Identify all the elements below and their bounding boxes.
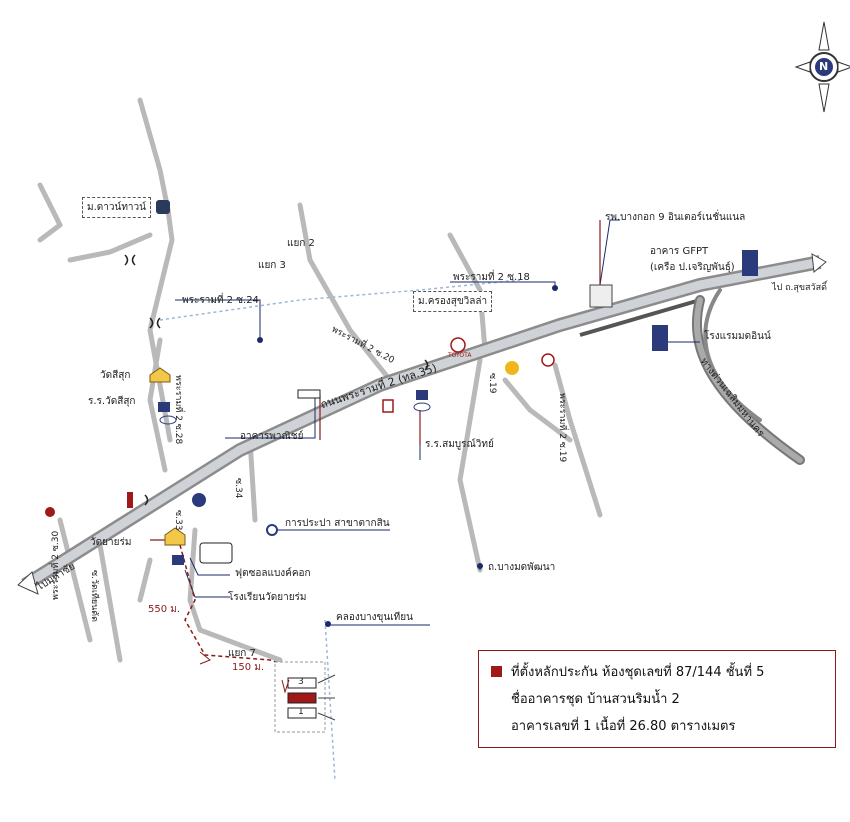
soi-19-label: พระรามที่ 2 ซ.19 (557, 393, 567, 463)
wat-yairom-label: วัดยายร่ม (90, 537, 132, 548)
village-krongsuk-label: ม.ครองสุขวิลล่า (413, 291, 493, 312)
canal-lower (324, 619, 336, 781)
distance-arrow-550 (199, 651, 211, 665)
village-downtown-label: ม.ดาวน์ทาวน์ (82, 197, 151, 218)
water-authority-label: การประปา สาขาตากสิน (285, 518, 390, 529)
hotel-label: โรงแรมมดอินน์ (704, 331, 771, 342)
building-3-number: 3 (298, 677, 304, 687)
soi-24-label: พระรามที่ 2 ซ.24 (182, 295, 259, 306)
road-soi30 (57, 517, 93, 643)
distance-arrow-150 (281, 679, 290, 694)
arrow-left-end (17, 571, 39, 595)
canal-label: คลองบางขุนเทียน (336, 612, 413, 623)
gfpt-label-1: อาคาร GFPT (650, 246, 709, 257)
soi-34-label: ซ.34 (233, 478, 243, 499)
wat-sisuk-label: วัดสีสุก (100, 370, 131, 381)
soi-28-label: พระรามที่ 2 ซ.28 (173, 375, 183, 445)
distance-550: 550 ม. (148, 604, 181, 615)
legend-line-2: ชื่ออาคารชุด บ้านสวนริมน้ำ 2 (511, 692, 680, 707)
property-block (274, 661, 336, 733)
soi-3-label: แยก 3 (258, 260, 286, 271)
toyota-label: TOYOTA (448, 352, 472, 359)
distance-150: 150 ม. (232, 662, 265, 673)
arrow-right-end (811, 253, 827, 273)
school-sisuk-label: ร.ร.วัดสีสุก (88, 396, 136, 407)
building-1-number: 1 (298, 707, 304, 717)
road-bangmod (457, 357, 483, 573)
soi-30-label: พระรามที่ 2 ซ.30 (51, 530, 61, 600)
bridge-markers (124, 254, 429, 506)
road-soi34 (247, 437, 258, 523)
road-village-top-left (67, 232, 153, 263)
hospital-label: รพ.บางกอก 9 อินเตอร์เนชั่นแนล (605, 212, 746, 223)
road-soi18 (447, 232, 488, 353)
property-swatch (491, 666, 502, 677)
road-left-lower (137, 557, 153, 603)
road-soi19-small (502, 377, 573, 443)
main-road (21, 255, 822, 591)
expressway-road (691, 288, 805, 465)
road-north-village (137, 97, 175, 443)
road-soi20 (297, 202, 393, 383)
route-to-property (179, 544, 286, 690)
compass-rose (794, 21, 850, 113)
landmark-icons (45, 200, 758, 627)
school-sombun-label: ร.ร.สมบูรณ์วิทย์ (425, 439, 494, 450)
gfpt-label-2: (เครือ ป.เจริญพันธุ์) (650, 262, 735, 273)
soi-33-label: ซ.33 (173, 510, 183, 531)
thianthale-label: ซ.วัดเทียนดัด (89, 570, 99, 622)
compass-north-letter: N (819, 60, 829, 73)
commercial-building-label: อาคารพาณิชย์ (240, 431, 304, 442)
road-left-soi28 (147, 337, 168, 473)
legend-line-1: ที่ตั้งหลักประกัน ห้องชุดเลขที่ 87/144 ช… (511, 665, 765, 680)
road-soi19 (552, 362, 603, 518)
soi-7-label: แยก 7 (228, 648, 256, 659)
canal-line (159, 279, 521, 321)
road-yairom-south (187, 527, 283, 663)
soi-2-label: แยก 2 (287, 238, 315, 249)
road-village-west (37, 182, 63, 243)
soi-19-small-label: ซ.19 (487, 373, 497, 394)
legend-line-3: อาคารเลขที่ 1 เนื้อที่ 26.80 ตารางเมตร (511, 719, 736, 734)
road-thianthale (97, 542, 123, 663)
to-suksawat-label: ไป ถ.สุขสวัสดิ์ (772, 283, 827, 293)
futsal-label: ฟุตซอลแบงค์คอก (235, 568, 311, 579)
soi-18-label: พระรามที่ 2 ซ.18 (453, 272, 530, 283)
school-yairom-label: โรงเรียนวัดยายร่ม (228, 592, 307, 603)
bangmod-label: ถ.บางมดพัฒนา (488, 562, 556, 573)
minor-roads (37, 97, 603, 663)
legend-box: ที่ตั้งหลักประกัน ห้องชุดเลขที่ 87/144 ช… (478, 650, 836, 748)
